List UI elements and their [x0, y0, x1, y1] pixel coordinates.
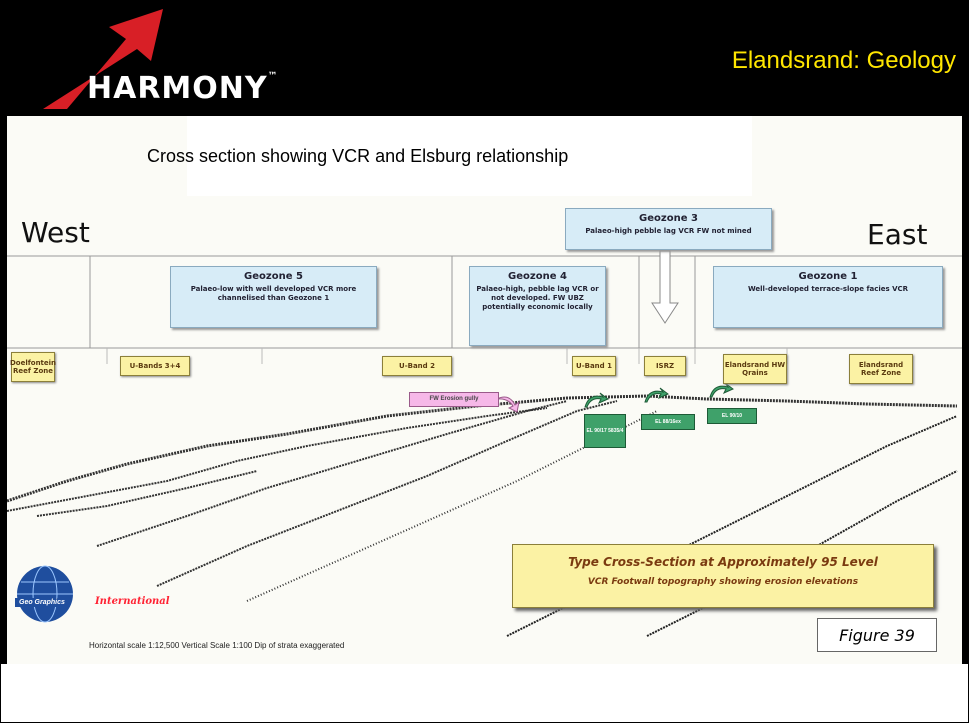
slide-title: Elandsrand: Geology	[731, 47, 956, 74]
zone-label: Elandsrand HW Qrains	[723, 354, 787, 384]
geozone-3-box: Geozone 3 Palaeo-high pebble lag VCR FW …	[565, 208, 772, 250]
green-label: EL 90/17 5835/4	[584, 414, 626, 448]
geozone-desc: Palaeo-low with well developed VCR more …	[190, 285, 357, 302]
zone-label: U-Band 2	[382, 356, 452, 376]
geozone-1-box: Geozone 1 Well-developed terrace-slope f…	[713, 266, 943, 328]
zone-label: U-Band 1	[572, 356, 616, 376]
header-bar: HARMONY™ Elandsrand: Geology	[1, 1, 968, 116]
geozone-5-box: Geozone 5 Palaeo-low with well developed…	[170, 266, 377, 328]
logo-text: HARMONY	[87, 71, 268, 106]
green-arrow-icon	[584, 392, 609, 408]
green-arrow-icon	[644, 387, 669, 403]
scale-note: Horizontal scale 1:12,500 Vertical Scale…	[89, 641, 345, 650]
harmony-arrow-icon	[43, 9, 163, 109]
east-label: East	[867, 218, 928, 251]
caption-box: Cross section showing VCR and Elsburg re…	[147, 116, 752, 196]
stratum-line	[36, 470, 258, 517]
geozone-title: Geozone 5	[244, 271, 303, 282]
zone-label: Doelfontein Reef Zone	[10, 352, 56, 382]
geozone-desc: Well-developed terrace-slope facies VCR	[747, 285, 909, 293]
geozone-title: Geozone 1	[798, 271, 858, 282]
pink-arrow-icon	[496, 396, 520, 413]
type-subtitle: VCR Footwall topography showing erosion …	[587, 577, 859, 587]
cross-section-figure: Cross section showing VCR and Elsburg re…	[7, 116, 962, 664]
slide-footer-area	[1, 664, 968, 722]
type-cross-section-box: Type Cross-Section at Approximately 95 L…	[512, 544, 934, 608]
geozone-title: Geozone 4	[508, 271, 567, 282]
zone-label: ISRZ	[644, 356, 686, 376]
geozone-desc: Palaeo-high pebble lag VCR FW not mined	[585, 227, 752, 235]
company-name: Geo Graphics	[15, 598, 69, 607]
west-label: West	[21, 216, 90, 249]
geozone-4-box: Geozone 4 Palaeo-high, pebble lag VCR or…	[469, 266, 606, 346]
pink-label: FW Erosion gully	[409, 392, 499, 407]
type-title: Type Cross-Section at Approximately 95 L…	[568, 555, 878, 569]
stratum-line	[7, 407, 548, 512]
company-name-2: International	[95, 596, 170, 607]
green-label: EL 88/16ex	[641, 414, 695, 430]
stratum-line	[156, 400, 618, 587]
geozone-desc: Palaeo-high, pebble lag VCR or not devel…	[476, 285, 599, 311]
green-arrow-icon	[709, 382, 734, 398]
harmony-logo: HARMONY™	[87, 71, 279, 106]
stratum-line	[96, 400, 568, 547]
logo-tm: ™	[267, 71, 279, 82]
globe-icon	[17, 565, 73, 623]
geozone-title: Geozone 3	[639, 213, 698, 224]
green-label: EL 90/10	[707, 408, 757, 424]
zone-label: U-Bands 3+4	[120, 356, 190, 376]
figure-caption: Cross section showing VCR and Elsburg re…	[147, 146, 569, 166]
figure-number: Figure 39	[817, 618, 937, 652]
zone-label: Elandsrand Reef Zone	[849, 354, 913, 384]
